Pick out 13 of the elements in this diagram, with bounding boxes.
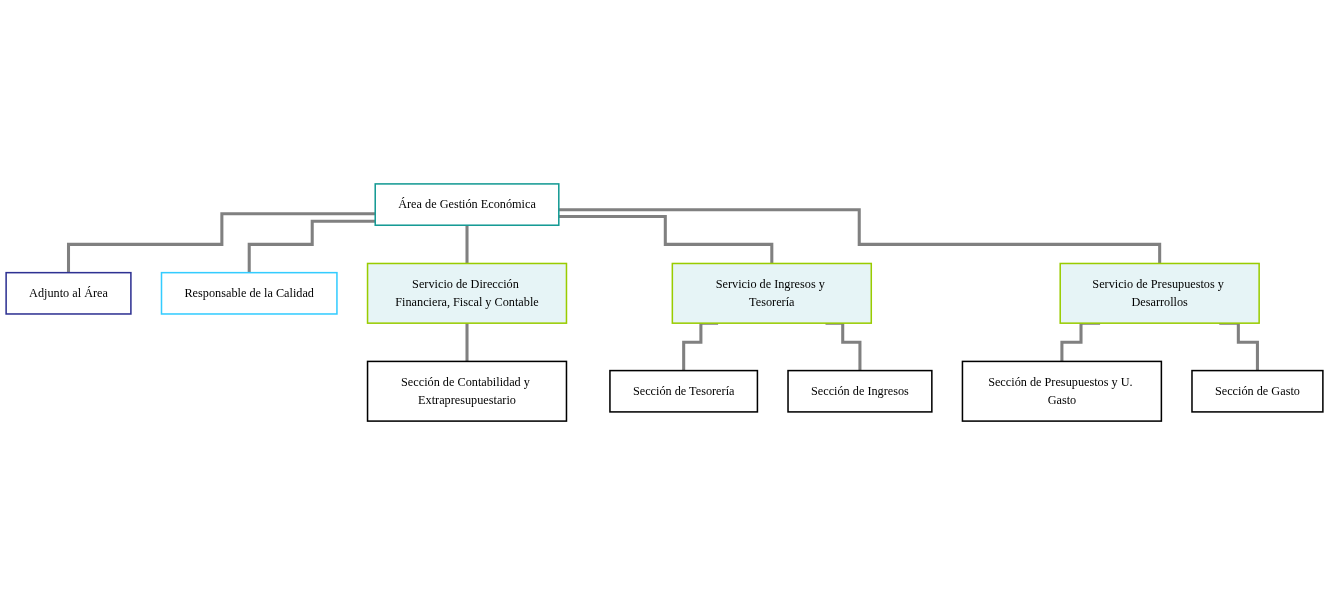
node-box: Área de Gestión Económica: [374, 183, 560, 226]
node-box: Sección de Gasto: [1191, 369, 1324, 413]
node-box: Sección de Presupuestos y U. Gasto: [961, 360, 1163, 422]
node-box: Sección de Ingresos: [787, 369, 933, 413]
node-box: Servicio de Ingresos y Tesorería: [671, 262, 873, 324]
node-box: Sección de Tesorería: [609, 369, 759, 413]
node-box: Sección de Contabilidad y Extrapresupuestario: [366, 360, 568, 422]
node-box: Responsable de la Calidad: [160, 271, 338, 315]
node-box: Servicio de Presupuestos y Desarrollos: [1059, 262, 1260, 324]
connector: [558, 208, 1162, 265]
node-box: Adjunto al Área: [5, 271, 132, 315]
node-box: Servicio de Dirección Financiera, Fiscal y Contable: [366, 262, 568, 324]
connector: [558, 215, 774, 265]
